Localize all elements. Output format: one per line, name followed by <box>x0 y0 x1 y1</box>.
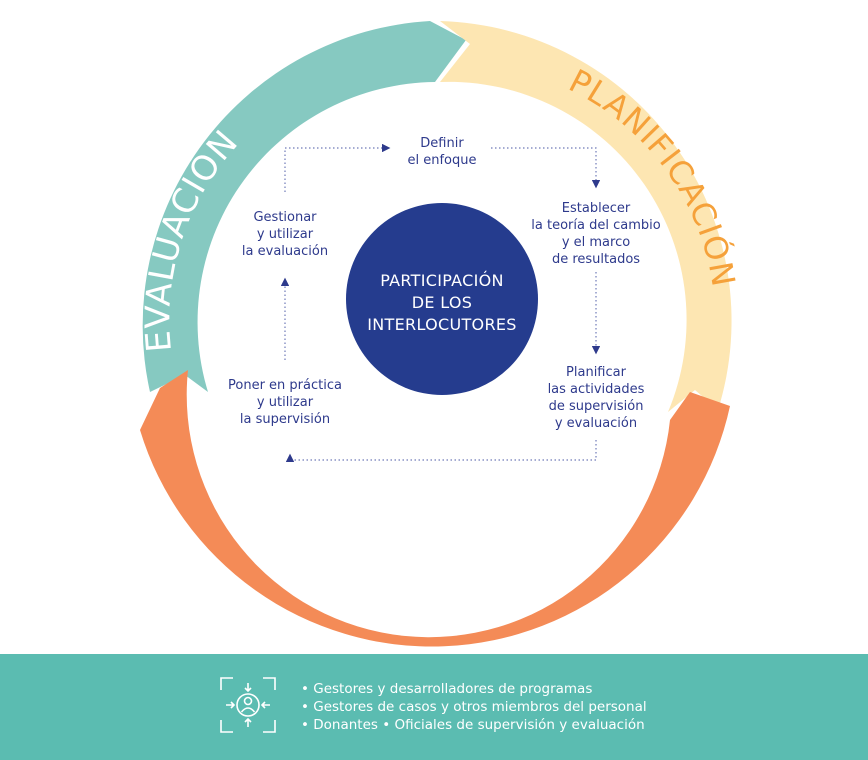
center-circle <box>346 203 538 395</box>
step-define: Definir el enfoque <box>407 136 477 168</box>
flow-connectors <box>280 143 601 462</box>
stakeholder-item: • Gestores de casos y otros miembros del… <box>301 699 647 715</box>
stakeholders-panel: • Gestores y desarrolladores de programa… <box>0 654 868 760</box>
evaluation-band <box>142 21 466 392</box>
connector-plan-to-implement <box>285 440 597 462</box>
step-plan: Planificar las actividades de supervisió… <box>547 365 645 431</box>
step-implement: Poner en práctica y utilizar la supervis… <box>228 378 342 427</box>
stakeholder-list: • Gestores y desarrolladores de programa… <box>301 680 647 734</box>
cycle-diagram: EVALUACIÓN PLANIFICACIÓN SUPERVISIÓN <box>138 21 742 647</box>
supervision-title: SUPERVISIÓN <box>316 507 555 568</box>
center-line: PARTICIPACIÓN <box>380 271 504 290</box>
stakeholder-focus-icon <box>220 677 276 733</box>
step-establish: Establecer la teoría del cambio y el mar… <box>531 201 661 267</box>
stakeholder-item: • Gestores y desarrolladores de programa… <box>301 681 593 697</box>
stakeholder-item: • Donantes • Oficiales de supervisión y … <box>301 717 645 733</box>
center-label: PARTICIPACIÓN DE LOS INTERLOCUTORES <box>349 270 535 336</box>
connector-define-to-establish <box>491 147 601 189</box>
center-line: INTERLOCUTORES <box>367 315 517 334</box>
step-manage: Gestionar y utilizar la evaluación <box>241 210 329 259</box>
planning-band <box>440 21 732 412</box>
center-line: DE LOS <box>411 293 473 312</box>
connector-manage-to-define <box>284 143 391 192</box>
